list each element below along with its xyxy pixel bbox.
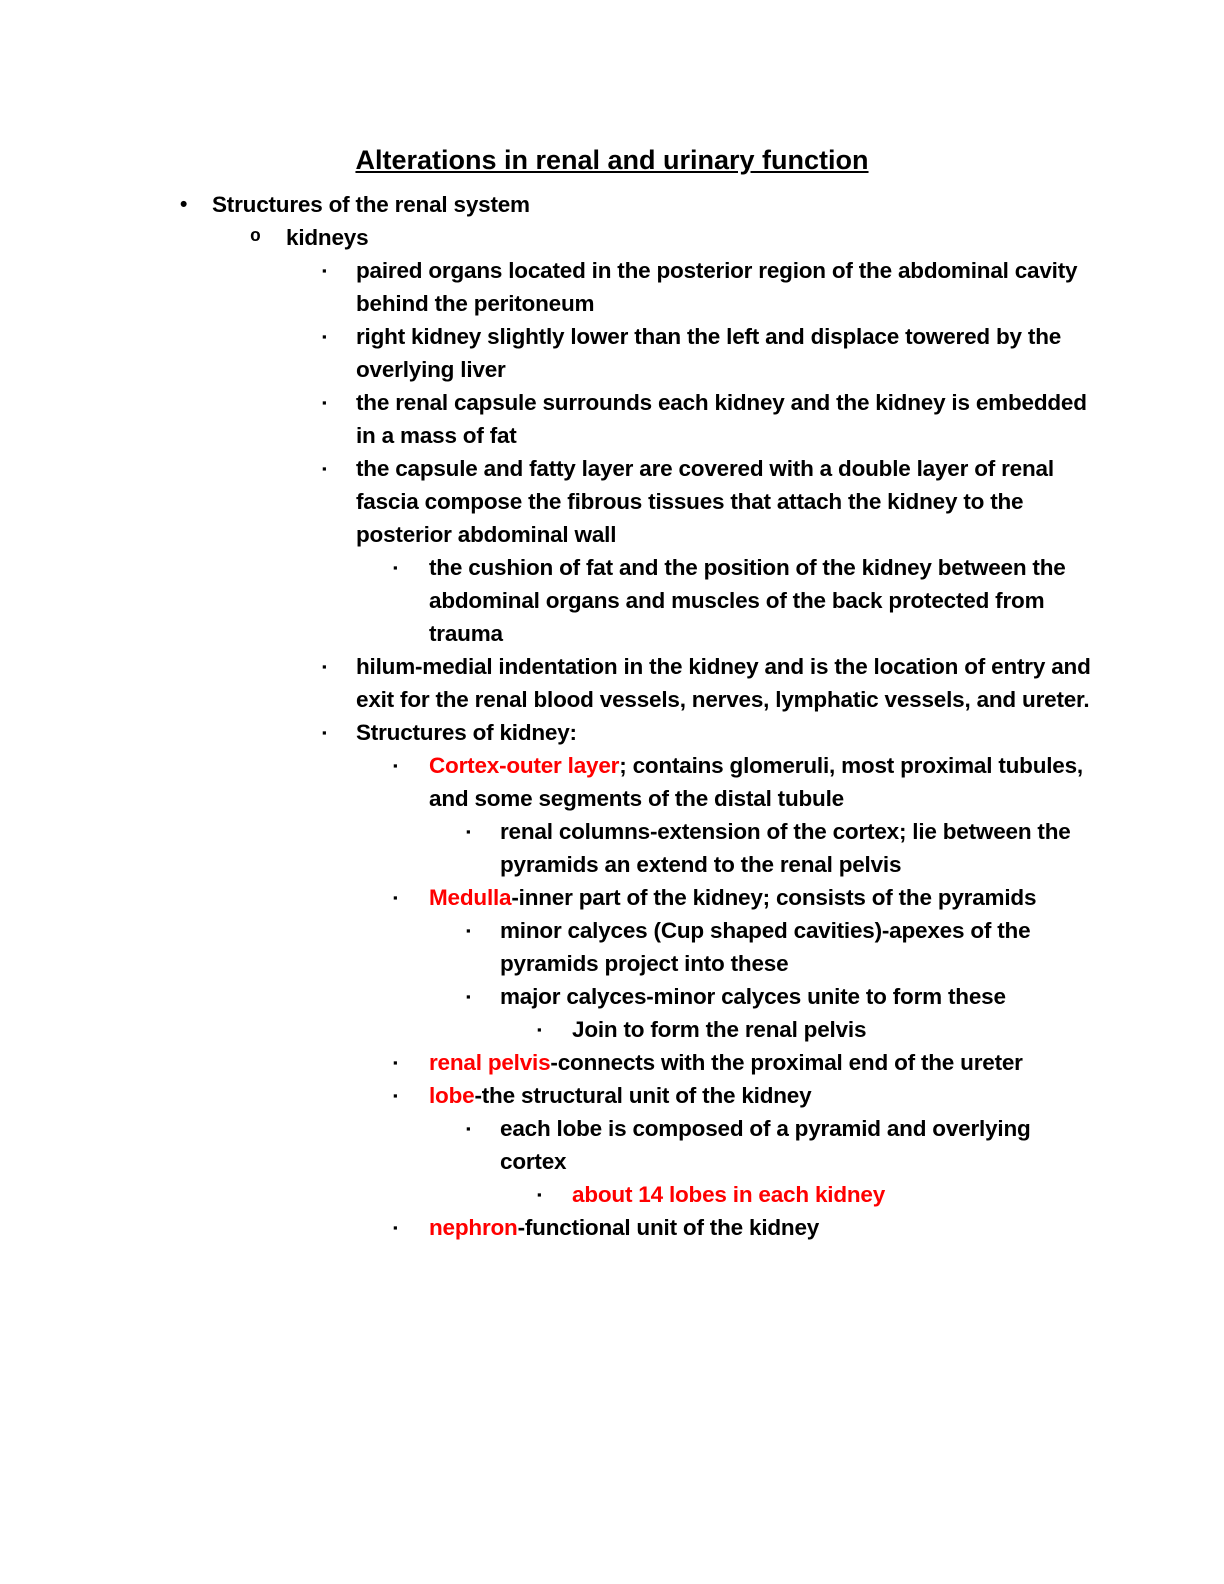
highlighted-term: Medulla [429,885,512,910]
list-item-text: hilum-medial indentation in the kidney a… [356,650,1094,716]
text-run: major calyces-minor calyces unite to for… [500,984,1006,1009]
list-item: ▪ the capsule and fatty layer are covered… [0,452,1094,551]
bullet-marker: ▪ [322,395,327,410]
bullet-marker: ▪ [393,560,398,575]
highlighted-term: nephron [429,1215,518,1240]
bullet-marker: o [250,227,261,247]
bullet-marker: ▪ [393,1055,398,1070]
text-run: paired organs located in the posterior r… [356,258,1078,316]
list-item: ▪ minor calyces (Cup shaped cavities)-ape… [0,914,1094,980]
page-title: Alterations in renal and urinary functio… [0,0,1224,178]
bullet-marker: ▪ [537,1022,542,1037]
bullet-marker: ▪ [322,659,327,674]
highlighted-term: lobe [429,1083,475,1108]
list-item: o kidneys [0,221,1094,254]
list-item-text: the renal capsule surrounds each kidney … [356,386,1094,452]
list-item-text: renal columns-extension of the cortex; l… [500,815,1094,881]
text-run: each lobe is composed of a pyramid and o… [500,1116,1031,1174]
list-item: ▪ the renal capsule surrounds each kidney… [0,386,1094,452]
list-item: ▪ the cushion of fat and the position of … [0,551,1094,650]
list-item-text: about 14 lobes in each kidney [572,1178,1094,1211]
text-run: Structures of the renal system [212,192,530,217]
highlighted-term: renal pelvis [429,1050,551,1075]
list-item: ▪ Cortex-outer layer; contains glomeruli,… [0,749,1094,815]
text-run: Join to form the renal pelvis [572,1017,867,1042]
list-item: ▪ lobe-the structural unit of the kidney [0,1079,1094,1112]
list-item-text: kidneys [286,221,1094,254]
list-item-text: minor calyces (Cup shaped cavities)-apex… [500,914,1094,980]
list-item: • Structures of the renal system [0,188,1094,221]
list-item-text: nephron-functional unit of the kidney [429,1211,1094,1244]
text-run: -connects with the proximal end of the u… [550,1050,1023,1075]
list-item-text: renal pelvis-connects with the proximal … [429,1046,1094,1079]
list-item-text: Medulla-inner part of the kidney; consis… [429,881,1094,914]
list-item: ▪ major calyces-minor calyces unite to fo… [0,980,1094,1013]
list-item: ▪ hilum-medial indentation in the kidney … [0,650,1094,716]
list-item: ▪ renal columns-extension of the cortex; … [0,815,1094,881]
list-item: ▪ paired organs located in the posterior … [0,254,1094,320]
text-run: -functional unit of the kidney [517,1215,820,1240]
bullet-marker: ▪ [466,824,471,839]
bullet-marker: ▪ [322,461,327,476]
bullet-marker: ▪ [322,263,327,278]
list-item: ▪ each lobe is composed of a pyramid and … [0,1112,1094,1178]
bullet-marker: ▪ [393,890,398,905]
page-title-text: Alterations in renal and urinary functio… [355,145,869,175]
text-run: hilum-medial indentation in the kidney a… [356,654,1091,712]
bullet-marker: • [180,193,188,216]
bullet-marker: ▪ [393,1220,398,1235]
bullet-marker: ▪ [537,1187,542,1202]
highlighted-term: about 14 lobes in each kidney [572,1182,886,1207]
list-item-text: each lobe is composed of a pyramid and o… [500,1112,1094,1178]
list-item-text: right kidney slightly lower than the lef… [356,320,1094,386]
text-run: ; contains glomeruli, most proximal tubu… [429,753,1083,811]
list-item: ▪ renal pelvis-connects with the proximal… [0,1046,1094,1079]
list-item-text: lobe-the structural unit of the kidney [429,1079,1094,1112]
list-item-text: Join to form the renal pelvis [572,1013,1094,1046]
list-item: ▪ Medulla-inner part of the kidney; consi… [0,881,1094,914]
list-item: ▪ about 14 lobes in each kidney [0,1178,1094,1211]
text-run: renal columns-extension of the cortex; l… [500,819,1071,877]
list-item: ▪ nephron-functional unit of the kidney [0,1211,1094,1244]
text-run: the renal capsule surrounds each kidney … [356,390,1087,448]
list-item-text: Structures of kidney: [356,716,1094,749]
list-item-text: Structures of the renal system [212,188,1094,221]
bullet-marker: ▪ [466,923,471,938]
bullet-marker: ▪ [322,725,327,740]
list-item-text: the cushion of fat and the position of t… [429,551,1094,650]
list-item: ▪ Structures of kidney: [0,716,1094,749]
text-run: Structures of kidney: [356,720,577,745]
bullet-marker: ▪ [466,1121,471,1136]
list-item: ▪ right kidney slightly lower than the le… [0,320,1094,386]
text-run: kidneys [286,225,369,250]
bullet-marker: ▪ [393,758,398,773]
list-item-text: Cortex-outer layer; contains glomeruli, … [429,749,1094,815]
list-item-text: major calyces-minor calyces unite to for… [500,980,1094,1013]
text-run: -the structural unit of the kidney [474,1083,812,1108]
highlighted-term: Cortex-outer layer [429,753,620,778]
text-run: right kidney slightly lower than the lef… [356,324,1062,382]
text-run: the capsule and fatty layer are covered … [356,456,1054,547]
outline-list: • Structures of the renal system o kidneys ▪… [0,188,1094,1244]
list-item: ▪ Join to form the renal pelvis [0,1013,1094,1046]
list-item-text: paired organs located in the posterior r… [356,254,1094,320]
bullet-marker: ▪ [466,989,471,1004]
text-run: minor calyces (Cup shaped cavities)-apex… [500,918,1031,976]
text-run: the cushion of fat and the position of t… [429,555,1066,646]
bullet-marker: ▪ [393,1088,398,1103]
text-run: -inner part of the kidney; consists of t… [511,885,1037,910]
list-item-text: the capsule and fatty layer are covered … [356,452,1094,551]
bullet-marker: ▪ [322,329,327,344]
